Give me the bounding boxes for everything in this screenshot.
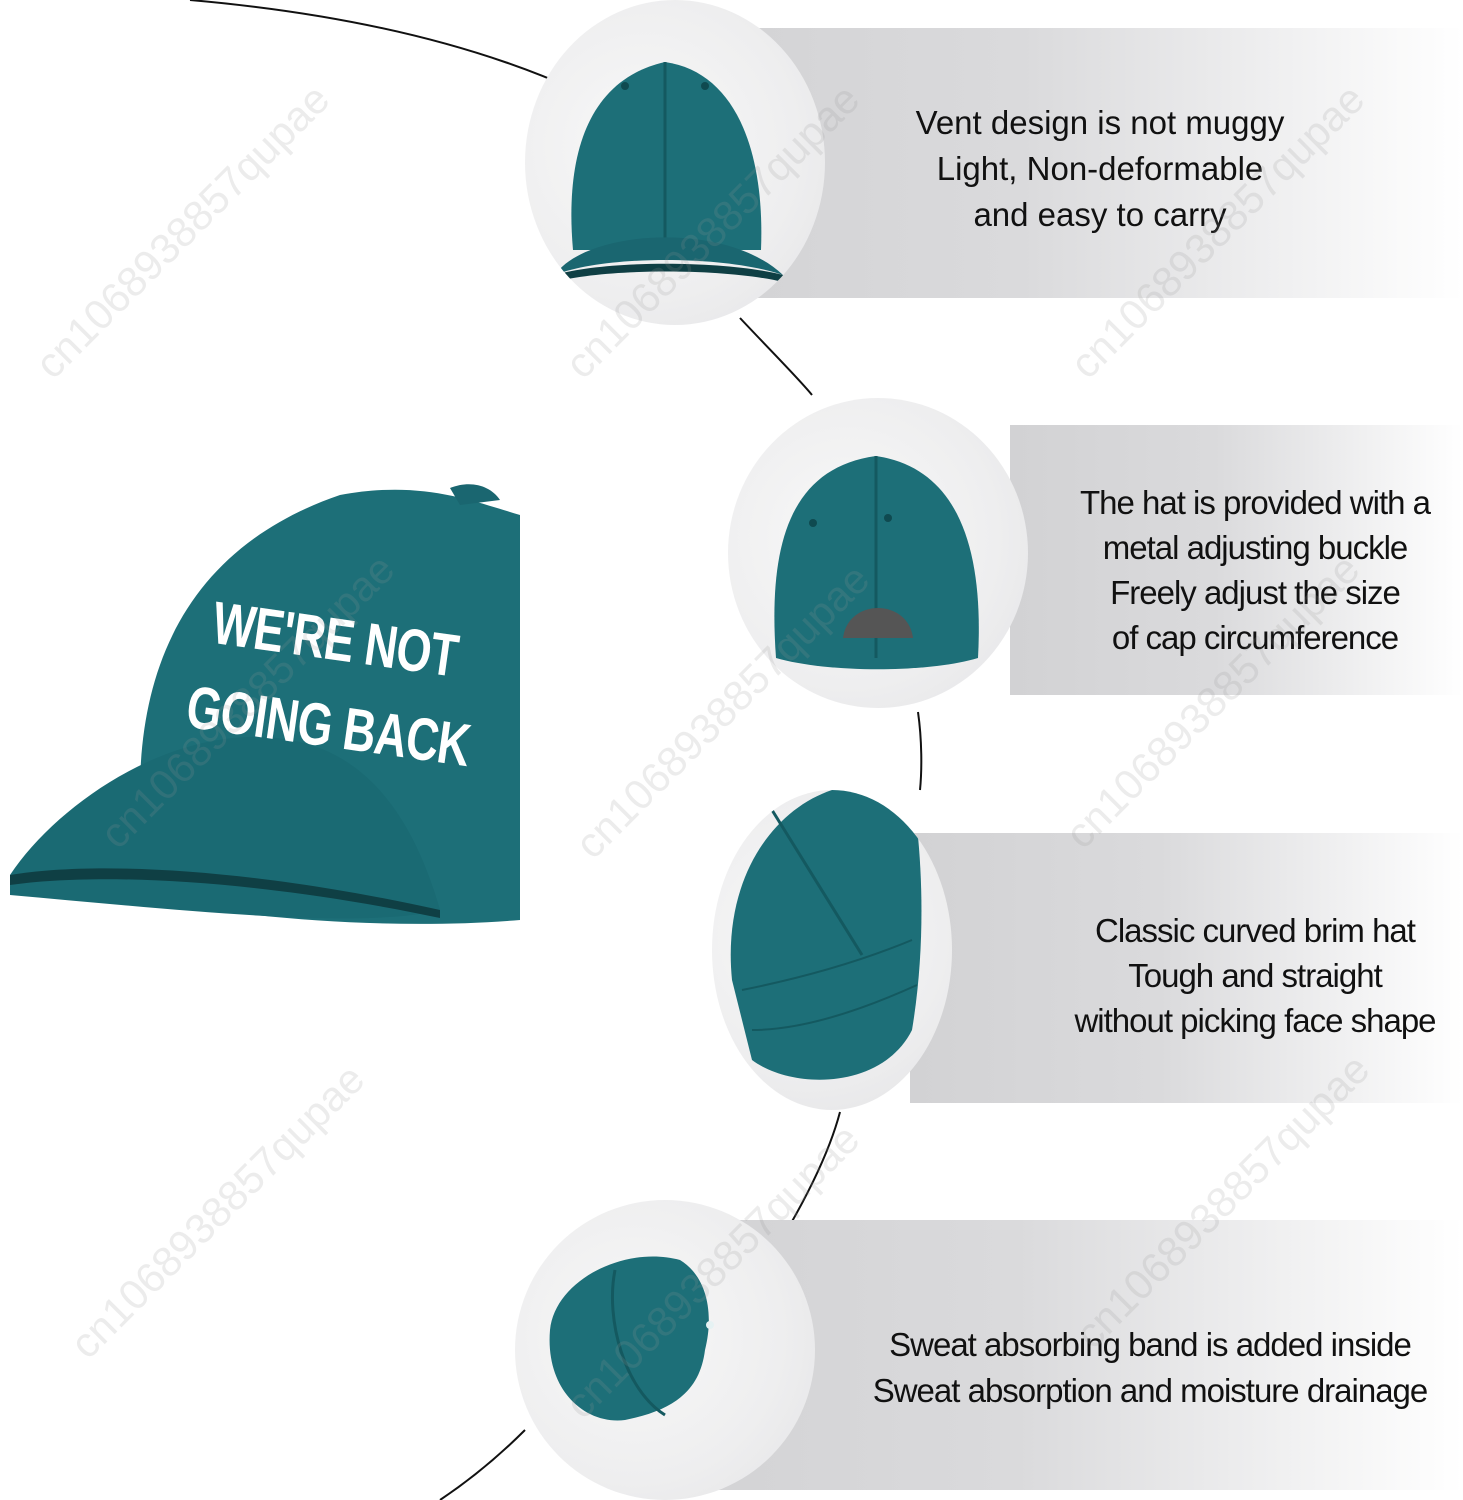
cap-inside-icon	[549, 1256, 714, 1421]
feature-line: Vent design is not muggy	[915, 104, 1285, 141]
feature-line: metal adjusting buckle	[1102, 529, 1409, 566]
feature-image-inside-view	[515, 1200, 815, 1500]
feature-line: Sweat absorbing band is added inside	[889, 1326, 1412, 1363]
feature-line: The hat is provided with a	[1079, 484, 1431, 521]
feature-text-brim: Classic curved brim hat Tough and straig…	[1055, 908, 1455, 1043]
feature-text-buckle: The hat is provided with a metal adjusti…	[1055, 480, 1455, 660]
feature-image-front-view	[525, 0, 825, 325]
feature-line: Sweat absorption and moisture drainage	[872, 1372, 1429, 1409]
cap-back-icon	[774, 456, 979, 670]
feature-line: Light, Non-deformable	[936, 150, 1264, 187]
feature-text-vent: Vent design is not muggy Light, Non-defo…	[860, 100, 1340, 238]
feature-image-brim-view	[712, 790, 952, 1110]
feature-line: of cap circumference	[1111, 619, 1399, 656]
cap-front-icon	[555, 62, 783, 282]
feature-line: Classic curved brim hat	[1095, 912, 1416, 949]
feature-line: Freely adjust the size	[1110, 574, 1401, 611]
feature-line: and easy to carry	[973, 196, 1227, 233]
cap-brim-icon	[730, 790, 922, 1080]
feature-text-sweatband: Sweat absorbing band is added inside Swe…	[830, 1322, 1463, 1414]
feature-line: without picking face shape	[1074, 1002, 1436, 1039]
feature-panel-brim	[910, 833, 1463, 1103]
feature-image-back-view	[728, 398, 1028, 708]
feature-line: Tough and straight	[1128, 957, 1383, 994]
main-cap-image	[10, 484, 520, 924]
feature-panel-buckle	[1010, 425, 1463, 695]
